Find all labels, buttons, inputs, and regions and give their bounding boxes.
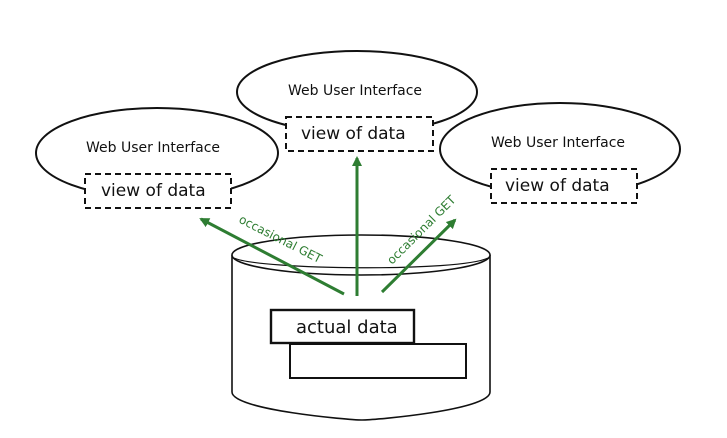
ui-left-view-label: view of data <box>101 181 206 201</box>
database-cylinder <box>231 234 491 421</box>
ui-center: Web User Interface <box>236 50 478 134</box>
ui-center-view-label: view of data <box>301 124 406 144</box>
ui-right-title: Web User Interface <box>491 135 625 151</box>
data-records-stack: actual data <box>269 308 467 379</box>
get-arrows <box>199 156 457 296</box>
ui-left-view-box <box>84 173 232 209</box>
ui-right: Web User Interface view of data <box>439 102 681 204</box>
arrow-to-right-ui <box>380 218 457 294</box>
ui-center-view: view of data <box>285 116 434 152</box>
ui-center-view-box <box>285 116 434 152</box>
actual-data-box <box>269 308 416 345</box>
ui-right-view-label: view of data <box>505 176 610 196</box>
ui-right-view-box <box>490 168 638 204</box>
ui-left: Web User Interface view of data <box>35 107 279 209</box>
arrow-to-left-ui <box>199 217 345 296</box>
actual-data-label: actual data <box>296 317 398 338</box>
ui-left-title: Web User Interface <box>86 140 220 156</box>
ui-center-title: Web User Interface <box>288 83 422 99</box>
